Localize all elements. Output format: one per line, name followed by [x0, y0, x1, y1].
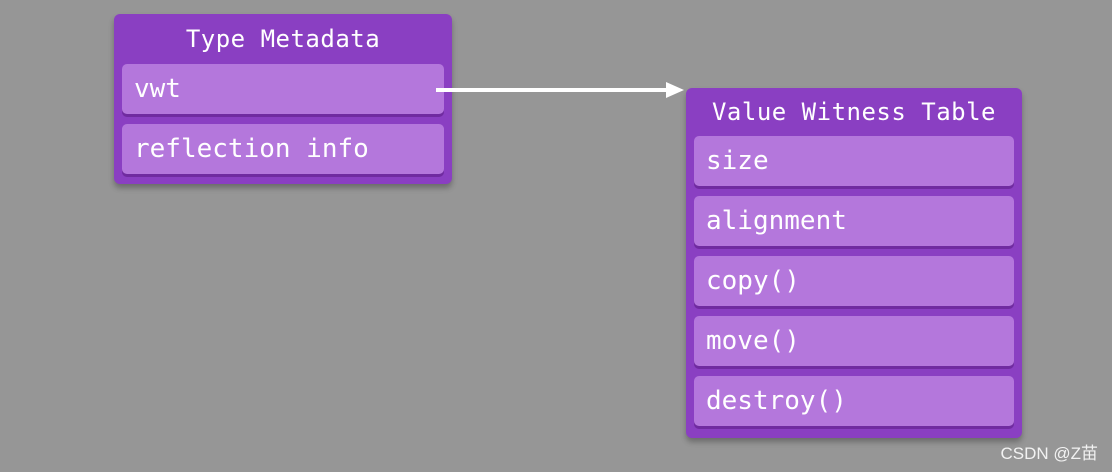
type-metadata-box: Type Metadata vwt reflection info [114, 14, 452, 184]
arrow-head [666, 82, 684, 98]
type-metadata-field-vwt: vwt [122, 64, 444, 114]
type-metadata-title: Type Metadata [185, 25, 381, 53]
value-witness-table-box: Value Witness Table size alignment copy(… [686, 88, 1022, 438]
type-metadata-field-reflection-info: reflection info [122, 124, 444, 174]
vwt-field-alignment: alignment [694, 196, 1014, 246]
value-witness-table-title: Value Witness Table [711, 98, 997, 126]
vwt-field-copy: copy() [694, 256, 1014, 306]
watermark: CSDN @Z苗 [1000, 444, 1098, 463]
vwt-field-move: move() [694, 316, 1014, 366]
vwt-field-destroy: destroy() [694, 376, 1014, 426]
vwt-field-size: size [694, 136, 1014, 186]
